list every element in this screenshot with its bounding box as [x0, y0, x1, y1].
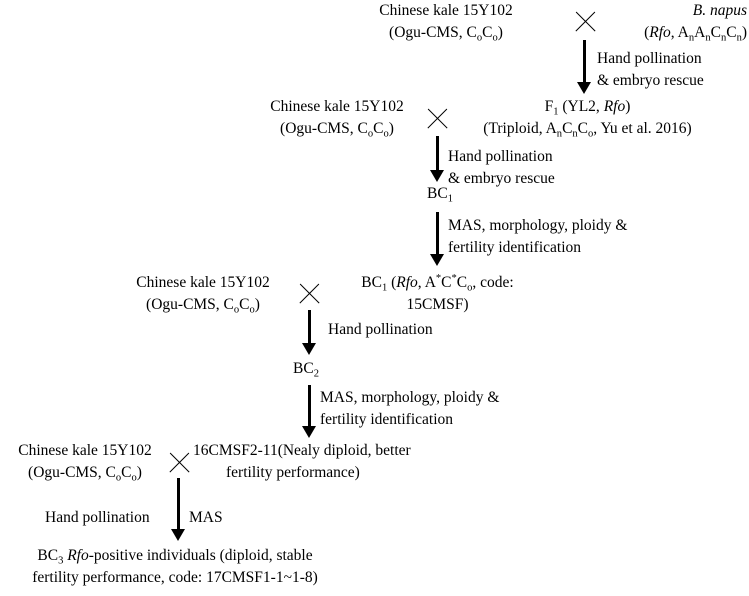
- step-6-mas: MAS: [189, 509, 223, 526]
- bc1-selected: BC1 (Rfo, A*C*Co, code: 15CMSF): [325, 272, 550, 316]
- step-2-hand-pollination: Hand pollination: [448, 148, 553, 165]
- kale-cms-3: (Ogu-CMS, CoCo): [146, 296, 260, 316]
- arrow-1: [577, 40, 591, 94]
- step-3-mas-line-1: MAS, morphology, ploidy &: [448, 217, 628, 234]
- arrow-2: [430, 136, 444, 182]
- cmsf2-line-2: fertility performance): [226, 464, 360, 481]
- step-5-label: MAS, morphology, ploidy & fertility iden…: [320, 387, 499, 431]
- step-3-mas-line-2: fertility identification: [448, 239, 581, 256]
- parent-kale-1: Chinese kale 15Y102 (Ogu-CMS, CoCo): [360, 0, 532, 44]
- cross-symbol-3: [298, 283, 320, 305]
- cross-symbol-4: [168, 452, 190, 474]
- bc2-label: BC2: [293, 360, 319, 380]
- kale-cms-4: (Ogu-CMS, CoCo): [28, 464, 142, 484]
- parent-kale-4: Chinese kale 15Y102 (Ogu-CMS, CoCo): [0, 440, 170, 484]
- napus-name: B. napus: [692, 2, 747, 19]
- step-2-embryo-rescue: & embryo rescue: [448, 170, 555, 187]
- step-4-hand-pollination: Hand pollination: [328, 321, 433, 338]
- bc1-selected-line-2: 15CMSF): [406, 296, 469, 313]
- bc3-result: BC3 Rfo-positive individuals (diploid, s…: [0, 545, 350, 589]
- step-5-mas-line-1: MAS, morphology, ploidy &: [320, 389, 500, 406]
- f1-line-1: F1 (YL2, Rfo): [544, 98, 631, 118]
- f1-line-2: (Triploid, AnCnCo, Yu et al. 2016): [483, 120, 692, 140]
- napus-genome: (Rfo, AnAnCnCn): [644, 24, 747, 44]
- bc2-selected: 16CMSF2-11(Nealy diploid, better fertili…: [193, 440, 411, 484]
- cmsf2-line-1: 16CMSF2-11(Nealy diploid, better: [193, 442, 411, 459]
- step-5-mas-line-2: fertility identification: [320, 411, 453, 428]
- parent-kale-2: Chinese kale 15Y102 (Ogu-CMS, CoCo): [252, 96, 422, 140]
- arrow-4: [302, 310, 316, 355]
- f1-hybrid: F1 (YL2, Rfo) (Triploid, AnCnCo, Yu et a…: [460, 96, 715, 140]
- bc3-line-2: fertility performance, code: 17CMSF1-1~1…: [32, 569, 318, 586]
- arrow-5: [302, 385, 316, 438]
- kale-name-4: Chinese kale 15Y102: [18, 442, 152, 459]
- arrow-3: [430, 212, 444, 266]
- step-2-label: Hand pollination & embryo rescue: [448, 146, 555, 190]
- step-1-label: Hand pollination & embryo rescue: [597, 48, 704, 92]
- cross-symbol-2: [426, 108, 448, 130]
- bc1-label: BC1: [427, 185, 453, 205]
- step-3-label: MAS, morphology, ploidy & fertility iden…: [448, 215, 627, 259]
- kale-cms-2: (Ogu-CMS, CoCo): [280, 120, 394, 140]
- parent-napus: B. napus (Rfo, AnAnCnCn): [590, 0, 747, 44]
- parent-kale-3: Chinese kale 15Y102 (Ogu-CMS, CoCo): [118, 272, 288, 316]
- bc3-line-1: BC3 Rfo-positive individuals (diploid, s…: [37, 547, 313, 567]
- bc1-selected-line-1: BC1 (Rfo, A*C*Co, code:: [361, 273, 514, 294]
- step-1-embryo-rescue: & embryo rescue: [597, 72, 704, 89]
- arrow-6: [171, 478, 185, 541]
- kale-name-1: Chinese kale 15Y102: [379, 2, 513, 19]
- kale-name-2: Chinese kale 15Y102: [270, 98, 404, 115]
- step-1-hand-pollination: Hand pollination: [597, 50, 702, 67]
- kale-name-3: Chinese kale 15Y102: [136, 274, 270, 291]
- step-6-hand-pollination: Hand pollination: [45, 509, 150, 526]
- kale-cms-1: (Ogu-CMS, CoCo): [389, 24, 503, 44]
